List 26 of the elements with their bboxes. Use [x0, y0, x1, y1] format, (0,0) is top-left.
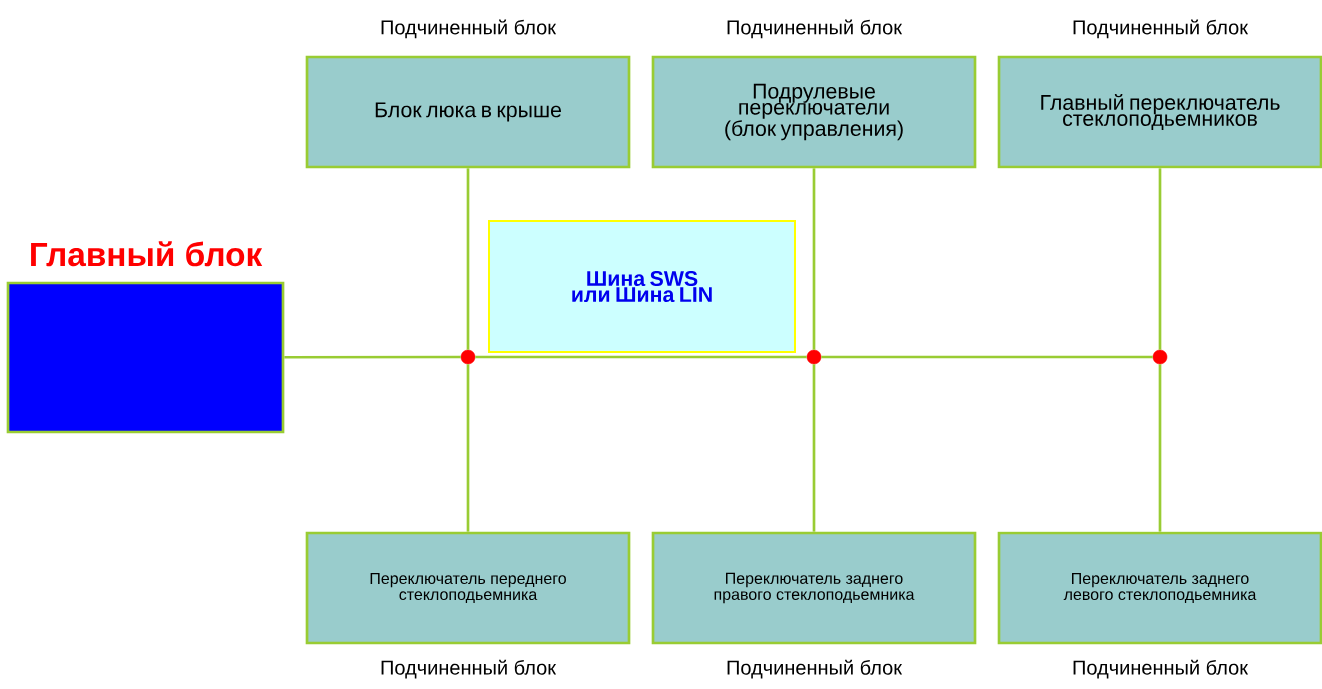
block-heading: Главный блок — [31, 241, 263, 267]
bus-line — [466, 168, 470, 350]
block-heading: Подчиненный блок — [381, 19, 557, 39]
block-caption: Подчиненный блок — [727, 659, 903, 679]
block-box: Блок люка в крыше — [305, 55, 631, 169]
bus-line — [821, 355, 1153, 359]
block-box: Переключатель заднего правого стеклоподьемника — [651, 531, 977, 645]
junction-dot — [806, 349, 822, 365]
bus-line — [812, 168, 816, 350]
bus-line — [812, 364, 816, 532]
block-caption: Подчиненный блок — [1073, 659, 1249, 679]
junction-dot — [1152, 349, 1168, 365]
block-box: Подрулевые переключатели (блок управления) — [651, 55, 977, 169]
bus-line — [1158, 364, 1162, 532]
bus-line — [466, 364, 470, 532]
block-heading: Подчиненный блок — [727, 19, 903, 39]
block-caption: Подчиненный блок — [381, 659, 557, 679]
block-heading: Подчиненный блок — [1073, 19, 1249, 39]
bus-line — [475, 355, 807, 359]
block-box: Главный переключатель стеклоподьемников — [997, 55, 1322, 169]
bus-label-box: Шина SWS или Шина LIN — [488, 220, 796, 353]
block-box: Переключатель заднего левого стеклоподьемника — [997, 531, 1322, 645]
bus-line — [1158, 168, 1162, 350]
block-box: Переключатель переднего стеклоподьемника — [305, 531, 631, 645]
junction-dot — [460, 349, 476, 365]
bus-line — [284, 355, 461, 359]
